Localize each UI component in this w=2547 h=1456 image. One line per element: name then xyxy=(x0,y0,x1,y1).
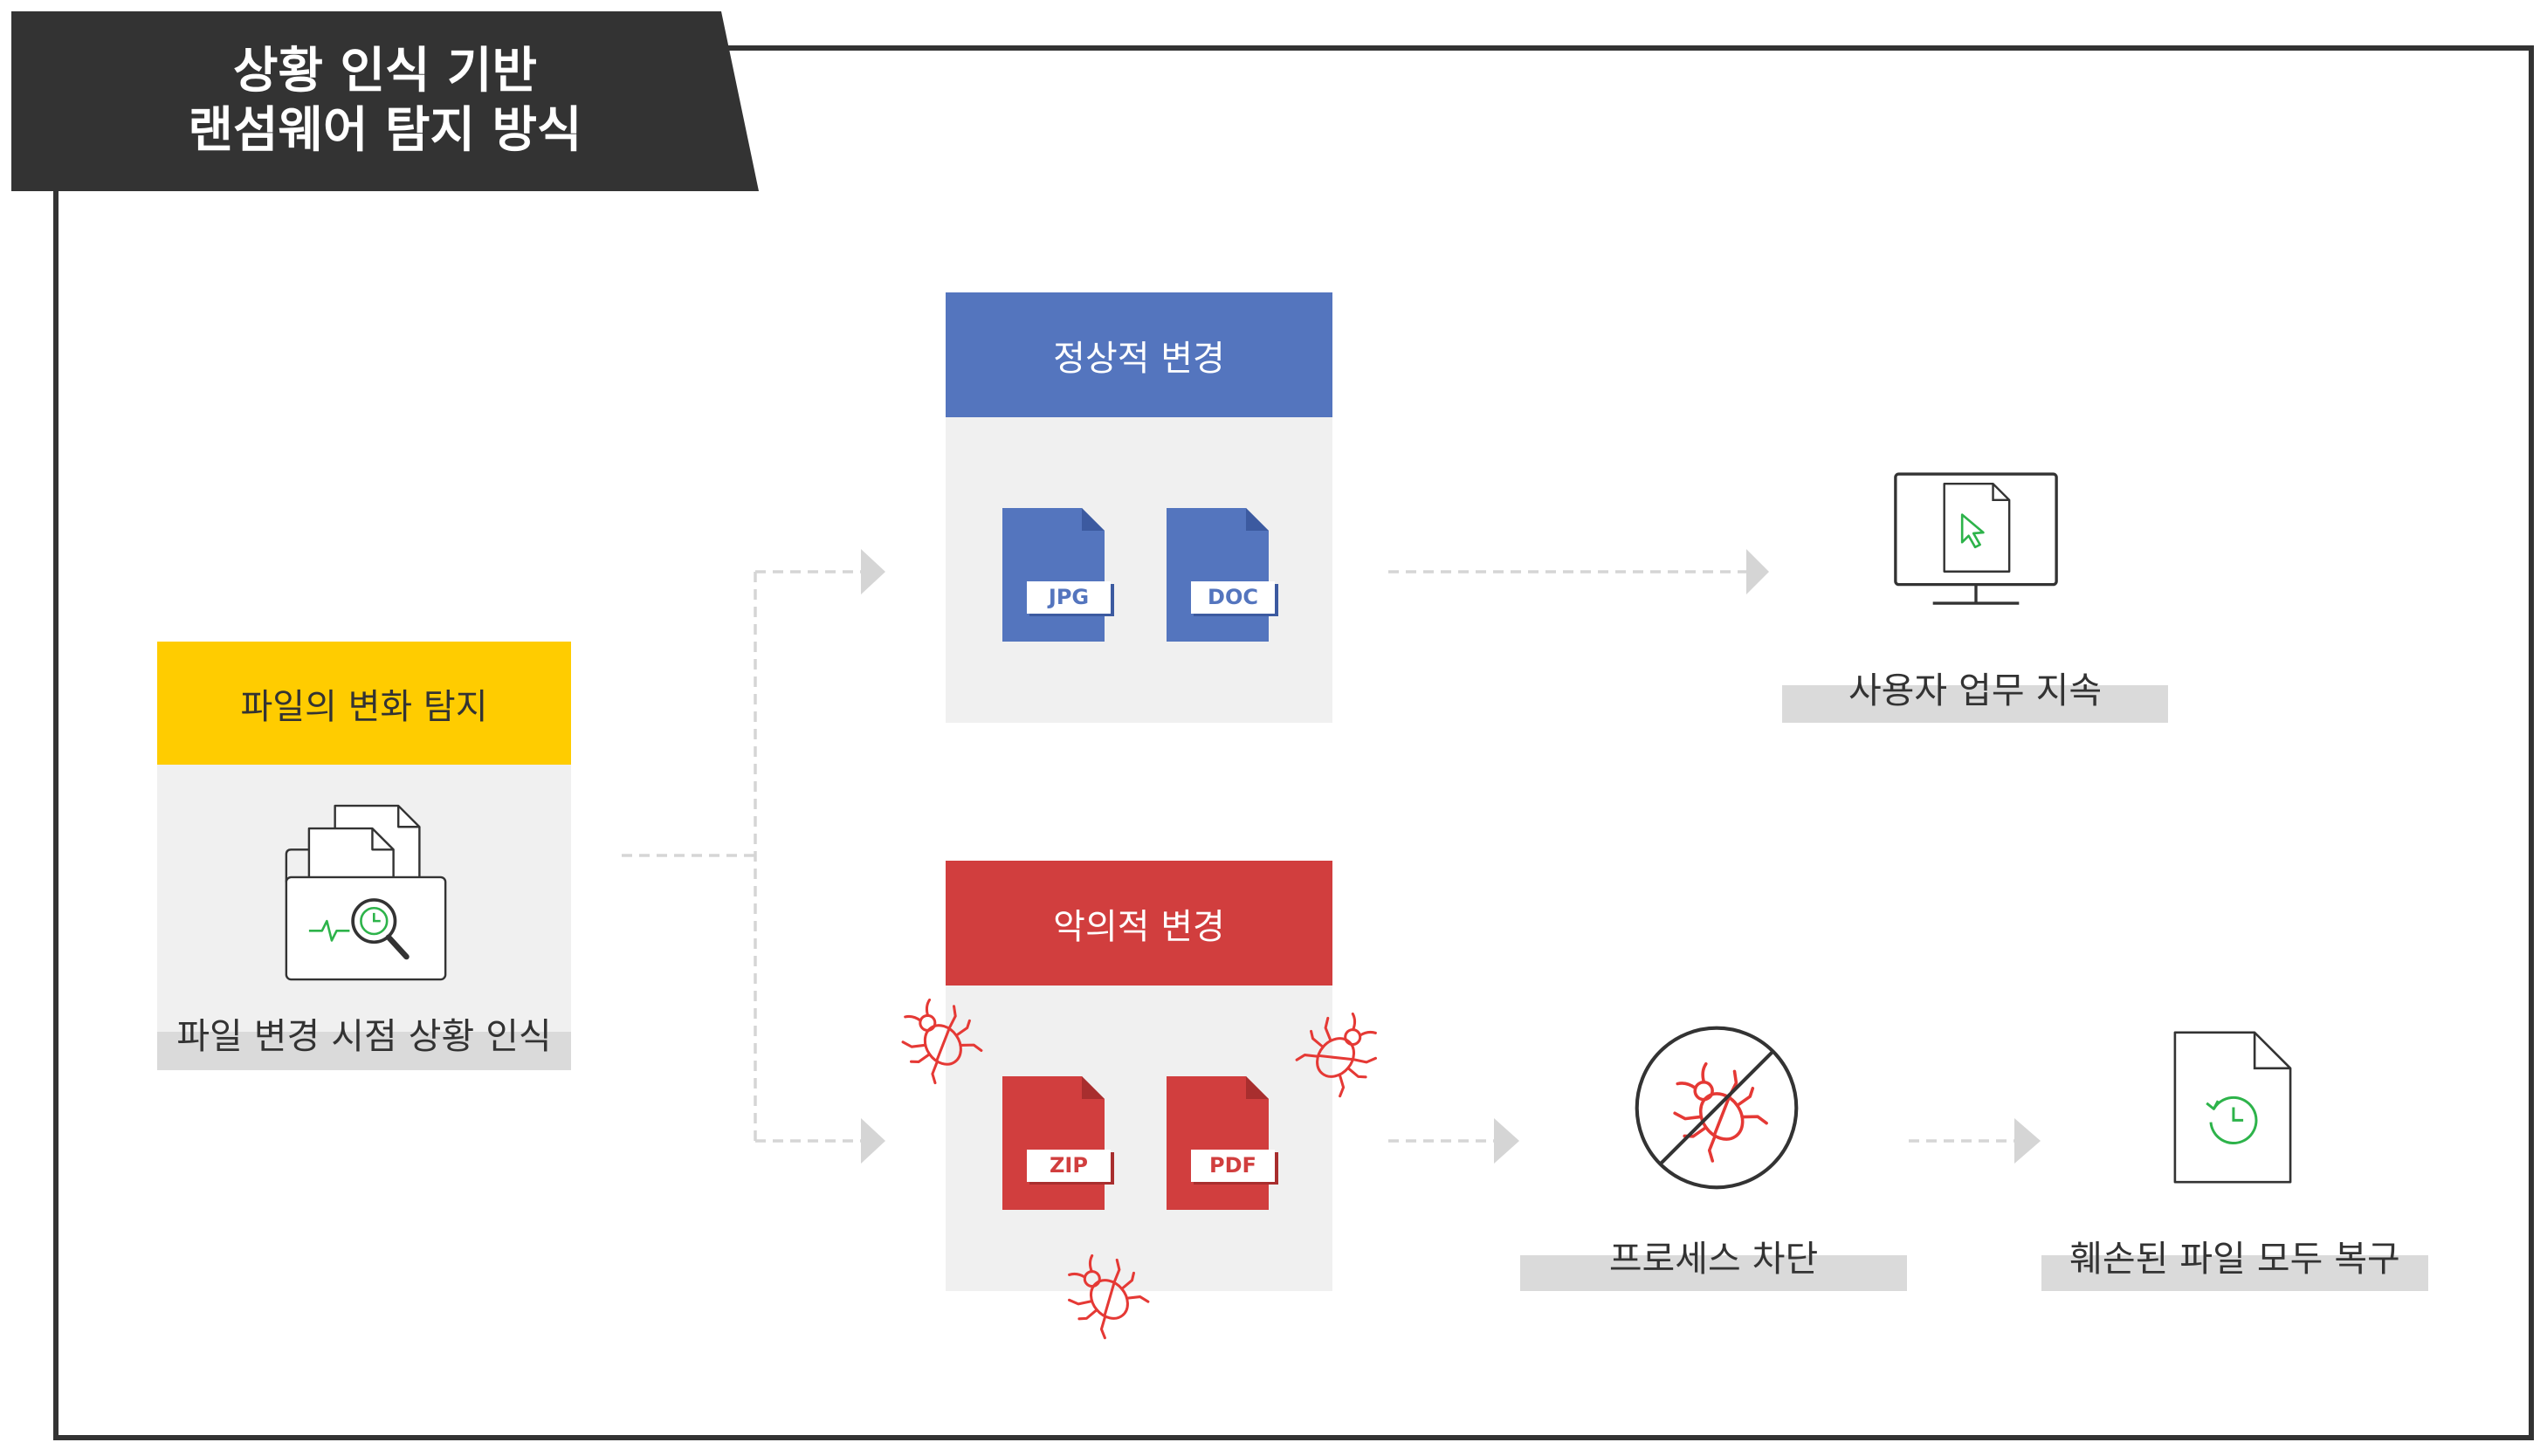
arrowhead-continue xyxy=(1746,549,1769,594)
restore-files-label: 훼손된 파일 모두 복구 xyxy=(2069,1238,2400,1280)
diagram-frame xyxy=(53,45,2534,1440)
file-type-label: JPG xyxy=(1047,585,1089,609)
title-line-1: 상황 인식 기반 xyxy=(232,43,538,100)
continue-work-label: 사용자 업무 지속 xyxy=(1848,670,2103,711)
arrowhead-normal xyxy=(861,549,885,594)
file-restore-icon xyxy=(2173,1031,2292,1184)
doc-file-icon: DOC xyxy=(1167,508,1278,642)
title-tab: 상황 인식 기반 랜섬웨어 탐지 방식 xyxy=(11,11,759,191)
blocked-bug-icon xyxy=(1635,1026,1799,1190)
malicious-change-card: 악의적 변경 xyxy=(946,861,1332,1291)
normal-change-header: 정상적 변경 xyxy=(946,292,1332,417)
detection-label: 파일 변경 시점 상황 인식 xyxy=(176,1015,552,1057)
zip-file-icon: ZIP xyxy=(1002,1076,1114,1210)
file-type-label: DOC xyxy=(1208,585,1258,609)
normal-change-card: 정상적 변경 xyxy=(946,292,1332,723)
block-process-label: 프로세스 차단 xyxy=(1608,1238,1819,1280)
continue-work-label-bar xyxy=(1782,685,2168,723)
arrowhead-block xyxy=(1494,1118,1519,1164)
pdf-file-icon: PDF xyxy=(1167,1076,1278,1210)
block-process-label-bar xyxy=(1520,1255,1907,1291)
restore-files-label-bar xyxy=(2041,1255,2428,1291)
folder-magnifier-icon xyxy=(285,804,447,981)
file-type-label: ZIP xyxy=(1050,1153,1088,1178)
arrowhead-malicious xyxy=(861,1118,885,1164)
detection-card-header: 파일의 변화 탐지 xyxy=(157,642,571,765)
monitor-cursor-icon xyxy=(1894,472,2058,605)
title-line-2: 랜섬웨어 탐지 방식 xyxy=(188,102,582,159)
jpg-file-icon: JPG xyxy=(1002,508,1114,642)
detection-label-bar xyxy=(157,1032,571,1070)
file-type-label: PDF xyxy=(1209,1153,1256,1178)
malicious-change-header: 악의적 변경 xyxy=(946,861,1332,986)
arrowhead-restore xyxy=(2014,1118,2041,1164)
